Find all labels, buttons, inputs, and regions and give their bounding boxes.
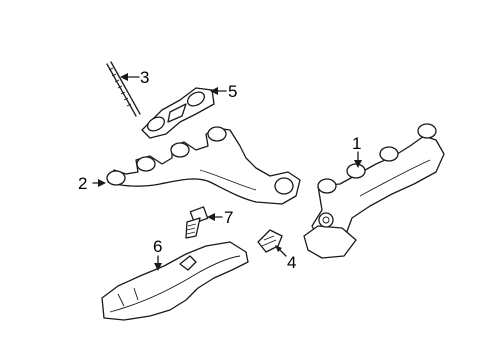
callout-1: 1 (352, 134, 361, 153)
callout-4: 4 (287, 253, 296, 272)
manifold-stud (106, 61, 141, 117)
callout-2: 2 (78, 174, 87, 193)
callout-7: 7 (224, 208, 233, 227)
callout-leaders (92, 73, 362, 271)
right-exhaust-manifold (303, 123, 445, 259)
manifold-bolt (185, 206, 209, 239)
callout-5: 5 (228, 82, 237, 101)
callout-6: 6 (153, 237, 162, 256)
manifold-gasket (141, 87, 215, 139)
left-exhaust-manifold (106, 126, 301, 205)
callout-3: 3 (140, 68, 149, 87)
heat-shield (101, 241, 249, 321)
